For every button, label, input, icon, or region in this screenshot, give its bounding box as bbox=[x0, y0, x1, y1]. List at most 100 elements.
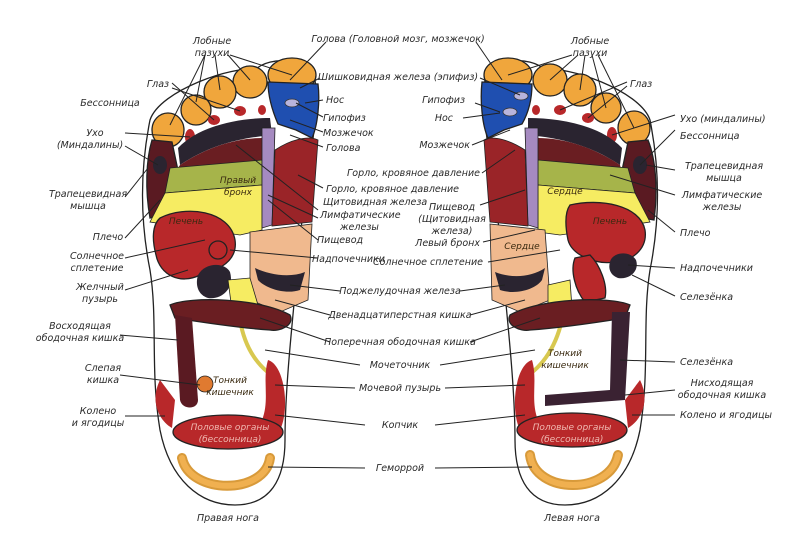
label-transverse-colon: Поперечная ободочная кишка bbox=[324, 337, 476, 348]
label-small-intestine-2: кишечник bbox=[206, 388, 254, 398]
label-small-intestine-2: кишечник bbox=[541, 361, 589, 371]
label-ascending-colon-2: ободочная кишка bbox=[36, 333, 125, 344]
label-bladder: Мочевой пузырь bbox=[359, 383, 441, 394]
solar-plexus-zone bbox=[249, 223, 313, 313]
label-ascending-colon-1: Восходящая bbox=[49, 321, 111, 332]
label-trapezius-1: Трапецевидная bbox=[49, 189, 127, 200]
right-foot-labels: Лобные пазухи Глаз Бессонница Ухо (Минда… bbox=[36, 36, 232, 429]
label-knee-1: Колено bbox=[80, 406, 117, 417]
label-eye: Глаз bbox=[630, 79, 652, 90]
label-frontal-sinuses-2: пазухи bbox=[573, 48, 608, 59]
label-l-esophagus-2: (Щитовидная bbox=[418, 214, 486, 225]
maroon-band bbox=[538, 138, 622, 172]
label-coccyx: Копчик bbox=[382, 420, 419, 431]
label-knee: Колено и ягодицы bbox=[680, 410, 772, 421]
label-pancreas: Поджелудочная железа bbox=[339, 286, 461, 297]
label-duodenum: Двенадцатиперстная кишка bbox=[327, 310, 471, 321]
right-foot: Правый бронх Печень Тонкий кишечник Поло… bbox=[141, 57, 320, 524]
genitals-zone bbox=[516, 412, 628, 448]
label-descending-colon-2: ободочная кишка bbox=[678, 390, 767, 401]
right-foot-caption: Правая нога bbox=[197, 513, 259, 524]
transverse-colon-zone bbox=[169, 299, 292, 331]
adrenal-spot bbox=[208, 240, 228, 260]
label-l-esophagus-3: железа) bbox=[431, 226, 473, 237]
label-r-head: Голова bbox=[326, 143, 361, 154]
left-foot-caption: Левая нога bbox=[543, 513, 600, 524]
label-hemorrhoids: Геморрой bbox=[376, 463, 424, 474]
label-solar-plexus: Солнечное сплетение bbox=[373, 257, 483, 268]
toe-2 bbox=[232, 65, 268, 99]
pancreas-band bbox=[495, 268, 545, 292]
cecum-spot bbox=[196, 375, 214, 393]
eye-spot bbox=[258, 105, 266, 115]
label-ureter: Мочеточник bbox=[370, 360, 431, 371]
label-ear: Ухо (миндалины) bbox=[680, 114, 766, 125]
label-heart-lower: Сердце bbox=[504, 242, 540, 252]
label-descending-colon-1: Нисходящая bbox=[691, 378, 754, 389]
label-l-pituitary: Гипофиз bbox=[422, 95, 465, 106]
throat-zone bbox=[483, 137, 529, 227]
label-insomnia: Бессонница bbox=[80, 98, 140, 109]
label-small-intestine-1: Тонкий bbox=[548, 349, 582, 359]
label-l-bronchus: Левый бронх bbox=[414, 238, 480, 249]
label-knee-2: и ягодицы bbox=[72, 418, 125, 429]
label-r-pituitary: Гипофиз bbox=[323, 113, 366, 124]
dark-band bbox=[528, 118, 622, 165]
label-genitals-2: (бессонница) bbox=[541, 435, 604, 445]
left-foot: Сердце Сердце Печень Тонкий кишечник Пол… bbox=[480, 57, 659, 524]
label-lymph-2: железы bbox=[702, 202, 742, 213]
label-r-nose: Нос bbox=[326, 95, 345, 106]
label-eye: Глаз bbox=[147, 79, 169, 90]
label-cecum-1: Слепая bbox=[85, 363, 122, 374]
label-ear-1: Ухо bbox=[86, 128, 103, 139]
label-frontal-sinuses-2: пазухи bbox=[195, 48, 230, 59]
label-l-cerebellum: Мозжечок bbox=[419, 140, 470, 151]
heart-peach-zone bbox=[489, 223, 551, 313]
label-shoulder: Плечо bbox=[680, 228, 711, 239]
label-r-cerebellum: Мозжечок bbox=[323, 128, 374, 139]
transverse-colon-zone bbox=[508, 299, 631, 331]
label-solar-plexus-2: сплетение bbox=[71, 263, 124, 274]
label-frontal-sinuses-1: Лобные bbox=[192, 36, 232, 47]
label-spleen-upper: Селезёнка bbox=[680, 292, 733, 303]
nose-spot bbox=[502, 107, 518, 117]
label-heart-upper: Сердце bbox=[547, 187, 583, 197]
descending-colon-zone bbox=[545, 312, 630, 406]
label-genitals-2: (бессонница) bbox=[199, 435, 262, 445]
label-adrenals: Надпочечники bbox=[680, 263, 753, 274]
center-labels: Голова (Головной мозг, мозжечок) Шишкови… bbox=[311, 34, 486, 474]
label-right-bronchus-2: бронх bbox=[224, 188, 253, 198]
label-r-lymph-1: Лимфатические bbox=[319, 210, 401, 221]
dark-band bbox=[178, 118, 272, 165]
eye-spot bbox=[532, 105, 540, 115]
label-genitals-1: Половые органы bbox=[191, 423, 270, 433]
knee-zone bbox=[625, 380, 645, 428]
label-shoulder: Плечо bbox=[93, 232, 124, 243]
label-genitals-1: Половые органы bbox=[533, 423, 612, 433]
label-insomnia: Бессонница bbox=[680, 131, 740, 142]
label-r-lymph-2: железы bbox=[339, 222, 379, 233]
label-solar-plexus-1: Солнечное bbox=[70, 251, 124, 262]
bladder-zone bbox=[262, 360, 286, 430]
label-head-brain: Голова (Головной мозг, мозжечок) bbox=[311, 34, 484, 45]
label-trapezius-2: мышца bbox=[70, 201, 106, 212]
label-trapezius-1: Трапецевидная bbox=[685, 161, 763, 172]
pituitary-spot bbox=[284, 98, 300, 108]
label-liver: Печень bbox=[169, 217, 203, 227]
leader-lines bbox=[119, 41, 676, 469]
toe-3 bbox=[203, 75, 237, 109]
label-lymph-1: Лимфатические bbox=[681, 190, 763, 201]
label-l-nose: Нос bbox=[435, 113, 454, 124]
label-frontal-sinuses-1: Лобные bbox=[570, 36, 610, 47]
label-r-thyroid: Щитовидная железа bbox=[323, 197, 427, 208]
label-small-intestine-1: Тонкий bbox=[213, 376, 247, 386]
maroon-band bbox=[178, 138, 262, 168]
toe-4 bbox=[180, 94, 212, 126]
genitals-zone bbox=[172, 414, 284, 450]
label-trapezius-2: мышца bbox=[706, 173, 742, 184]
label-l-throat: Горло, кровяное давление bbox=[347, 168, 480, 179]
spleen-zone bbox=[572, 254, 607, 303]
label-l-esophagus-1: Пищевод bbox=[429, 202, 476, 213]
label-pineal: Шишковидная железа (эпифиз) bbox=[318, 72, 478, 83]
